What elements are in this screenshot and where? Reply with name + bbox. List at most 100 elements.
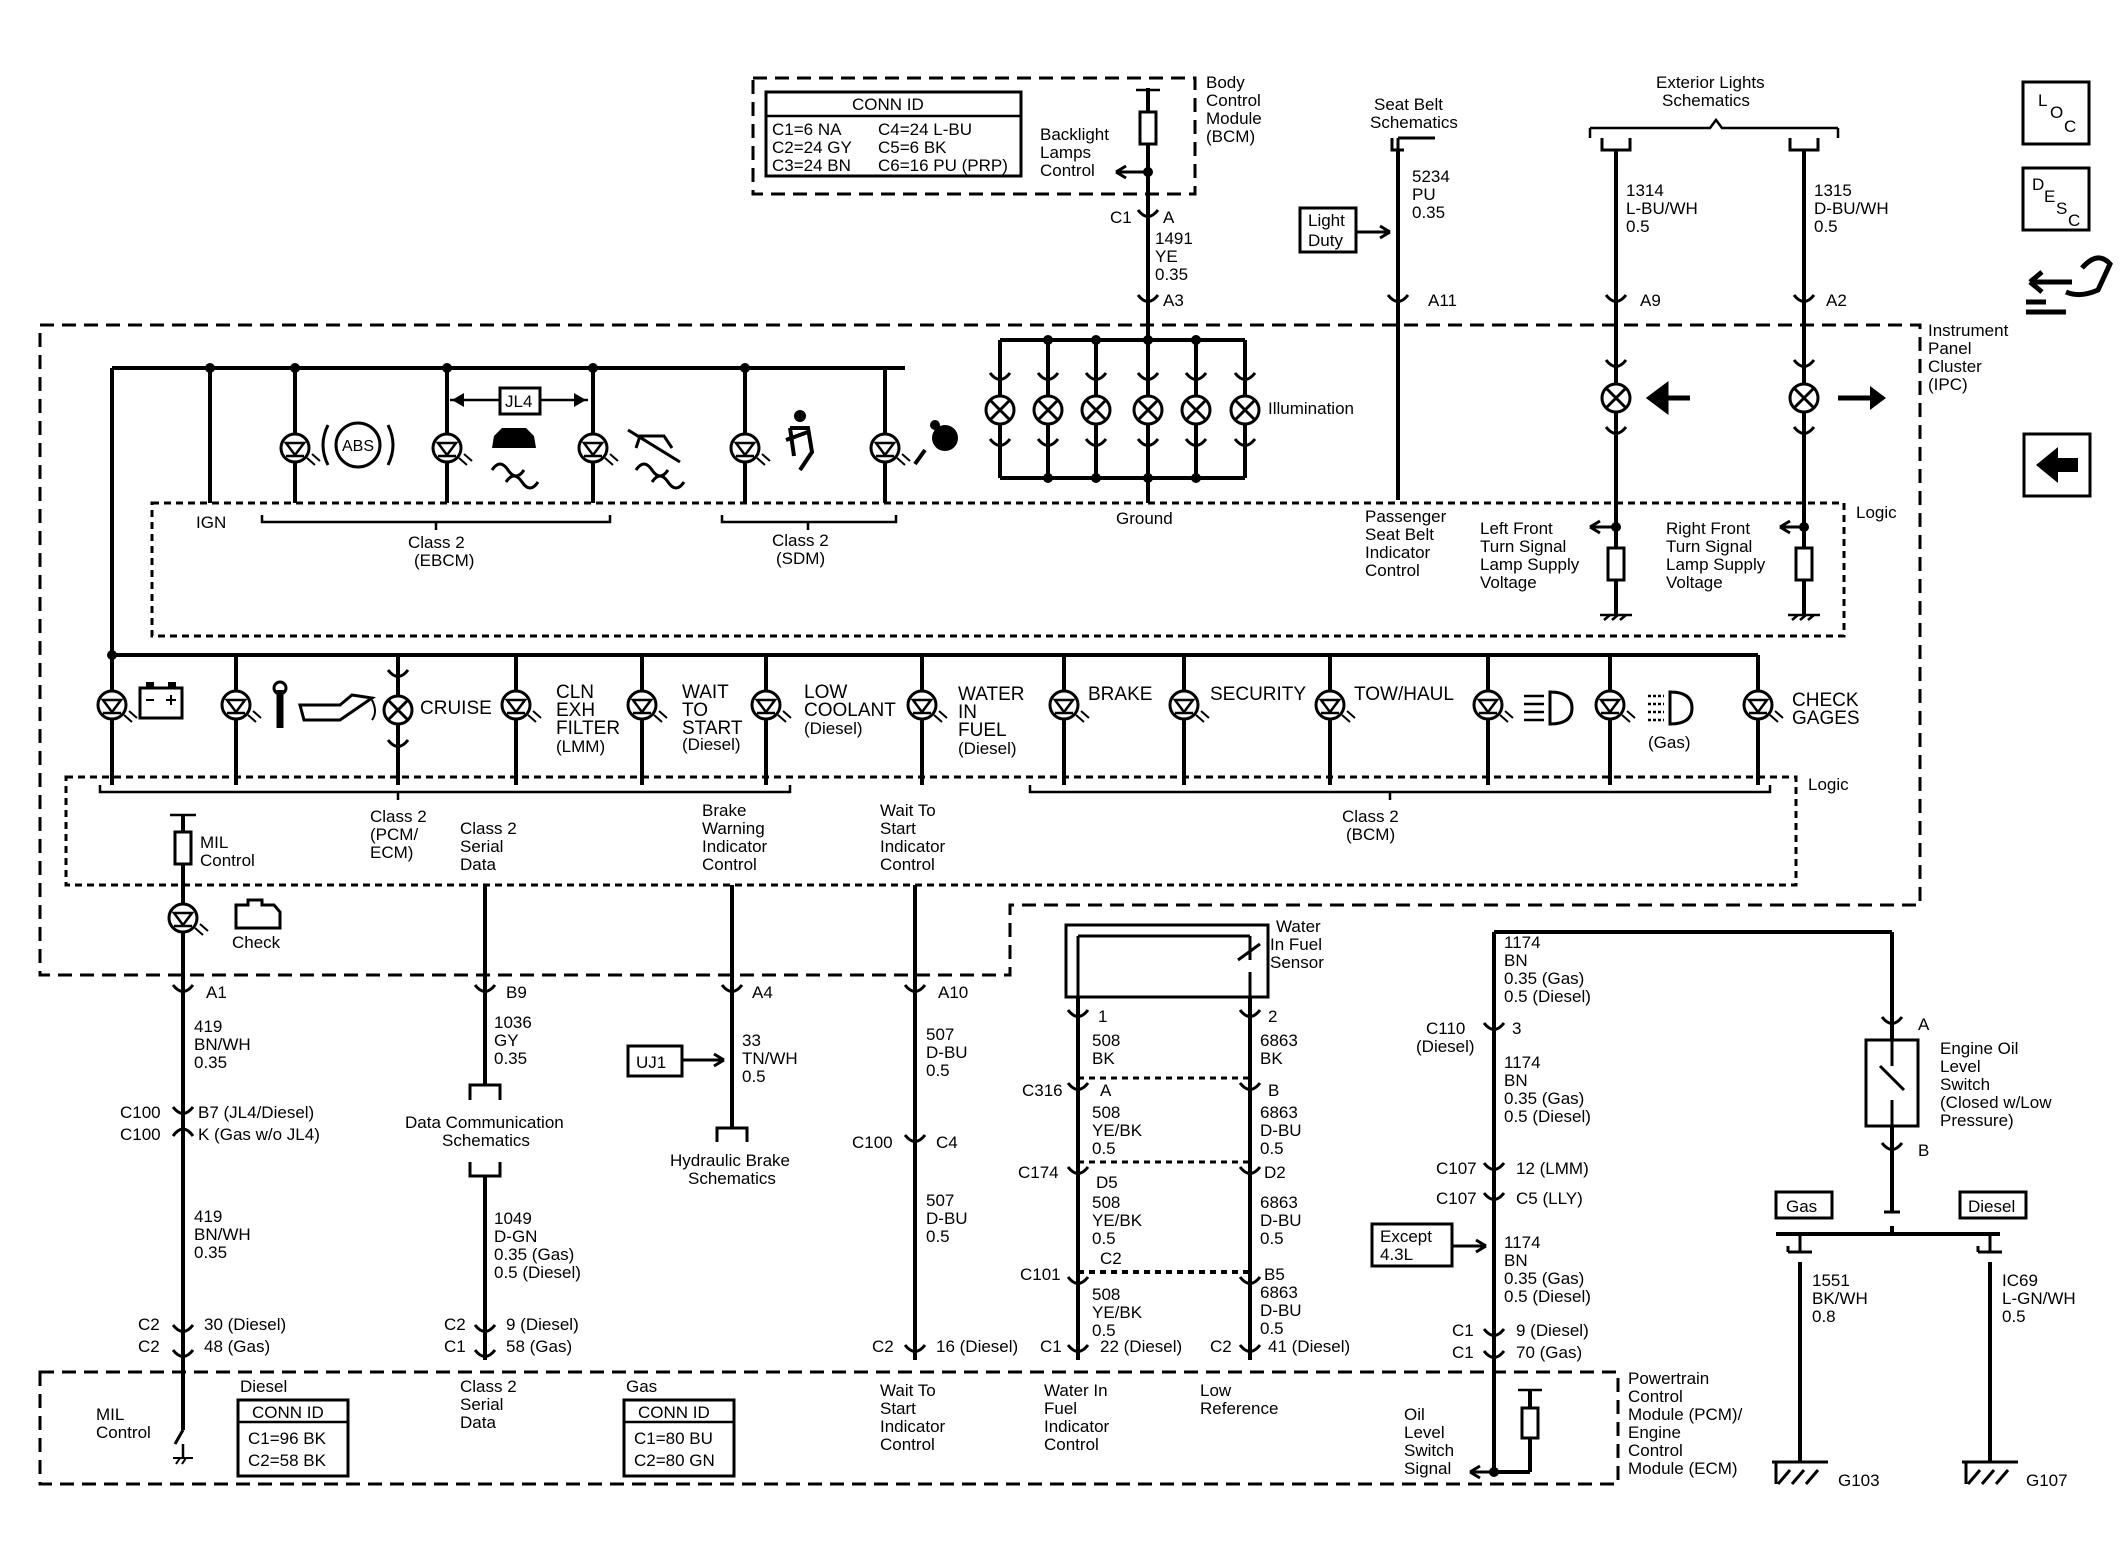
- svg-text:Class 2: Class 2: [370, 807, 427, 826]
- svg-text:START: START: [682, 718, 743, 739]
- svg-text:YE/BK: YE/BK: [1092, 1303, 1143, 1322]
- airbag-indicator: [869, 432, 912, 467]
- connector-hand-icon[interactable]: [2026, 255, 2113, 315]
- svg-text:Lamp Supply: Lamp Supply: [1666, 555, 1766, 574]
- svg-text:Passenger: Passenger: [1365, 507, 1447, 526]
- svg-text:Data Communication: Data Communication: [405, 1113, 564, 1132]
- svg-text:YE/BK: YE/BK: [1092, 1121, 1143, 1140]
- svg-text:D-BU: D-BU: [1260, 1121, 1302, 1140]
- svg-text:BK: BK: [1260, 1049, 1283, 1068]
- svg-text:22 (Diesel): 22 (Diesel): [1100, 1337, 1182, 1356]
- ipc-block: Instrument Panel Cluster (IPC) Logic IGN…: [38, 300, 2009, 980]
- svg-text:Pressure): Pressure): [1940, 1111, 2014, 1130]
- svg-text:A11: A11: [1428, 291, 1457, 310]
- svg-text:D-BU: D-BU: [926, 1043, 968, 1062]
- svg-text:BN: BN: [1504, 1251, 1528, 1270]
- svg-text:Control: Control: [1040, 161, 1095, 180]
- svg-text:L: L: [2038, 91, 2047, 110]
- svg-text:(PCM/: (PCM/: [370, 825, 418, 844]
- svg-text:Class 2: Class 2: [460, 819, 517, 838]
- svg-text:Control: Control: [1628, 1441, 1683, 1460]
- pcm-dashed-border: [38, 1370, 1620, 1486]
- svg-text:B: B: [1268, 1081, 1279, 1100]
- stabilitrak-indicator: [577, 432, 620, 467]
- svg-text:507: 507: [926, 1191, 954, 1210]
- svg-text:L-BU/WH: L-BU/WH: [1626, 199, 1698, 218]
- svg-text:70 (Gas): 70 (Gas): [1516, 1343, 1582, 1362]
- svg-text:C5=6 BK: C5=6 BK: [878, 138, 947, 157]
- svg-text:Water In: Water In: [1044, 1381, 1108, 1400]
- low-coolant-indicator: [750, 689, 793, 724]
- ground-g107-icon: [1962, 1460, 2018, 1485]
- svg-text:Lamps: Lamps: [1040, 143, 1091, 162]
- svg-text:0.5: 0.5: [1260, 1319, 1284, 1338]
- svg-text:Seat Belt: Seat Belt: [1365, 525, 1434, 544]
- except-43l-box: [1370, 1222, 1454, 1268]
- svg-text:(Diesel): (Diesel): [1416, 1037, 1475, 1056]
- svg-text:Indicator: Indicator: [1365, 543, 1431, 562]
- bcm-dashed-border: [751, 76, 1197, 196]
- svg-text:0.5 (Diesel): 0.5 (Diesel): [1504, 1107, 1591, 1126]
- svg-text:508: 508: [1092, 1103, 1120, 1122]
- svg-text:CONN ID: CONN ID: [252, 1403, 324, 1422]
- svg-text:0.5: 0.5: [1092, 1229, 1116, 1248]
- svg-text:(Gas): (Gas): [1648, 733, 1691, 752]
- svg-text:FILTER: FILTER: [556, 718, 620, 739]
- svg-text:Diesel: Diesel: [240, 1377, 287, 1396]
- svg-text:(Closed w/Low: (Closed w/Low: [1940, 1093, 2052, 1112]
- svg-text:9 (Diesel): 9 (Diesel): [1516, 1321, 1589, 1340]
- seatbelt-circuit: Seat Belt Schematics 5234 PU 0.35 Light …: [1298, 95, 1458, 580]
- svg-text:C100: C100: [852, 1133, 893, 1152]
- svg-text:K (Gas w/o JL4): K (Gas w/o JL4): [198, 1125, 320, 1144]
- svg-text:FUEL: FUEL: [958, 720, 1007, 741]
- svg-text:6863: 6863: [1260, 1031, 1298, 1050]
- svg-text:A1: A1: [206, 983, 227, 1002]
- svg-text:MIL: MIL: [96, 1405, 124, 1424]
- svg-text:Schematics: Schematics: [442, 1131, 530, 1150]
- svg-text:A9: A9: [1640, 291, 1661, 310]
- desc-icon[interactable]: D E S C: [2021, 166, 2091, 232]
- svg-text:Brake: Brake: [702, 801, 746, 820]
- svg-text:Right Front: Right Front: [1666, 519, 1750, 538]
- svg-text:C1: C1: [444, 1337, 466, 1356]
- svg-text:0.8: 0.8: [1812, 1307, 1836, 1326]
- back-arrow-icon[interactable]: [2022, 432, 2092, 498]
- svg-text:SECURITY: SECURITY: [1210, 684, 1306, 705]
- svg-text:(EBCM): (EBCM): [414, 551, 474, 570]
- battery-indicator: [96, 689, 139, 724]
- svg-text:Panel: Panel: [1928, 339, 1971, 358]
- bcm-block: CONN ID C1=6 NA C4=24 L-BU C2=24 GY C5=6…: [751, 73, 1262, 310]
- right-turn-lamp: [1788, 382, 1820, 414]
- svg-text:Serial: Serial: [460, 1395, 503, 1414]
- svg-text:D5: D5: [1096, 1173, 1118, 1192]
- svg-text:Control: Control: [1628, 1387, 1683, 1406]
- svg-text:TN/WH: TN/WH: [742, 1049, 798, 1068]
- svg-text:CLN: CLN: [556, 682, 594, 703]
- svg-text:Illumination: Illumination: [1268, 399, 1354, 418]
- svg-text:Control: Control: [1044, 1435, 1099, 1454]
- svg-text:Control: Control: [880, 1435, 935, 1454]
- svg-text:Indicator: Indicator: [880, 837, 946, 856]
- svg-text:C1=6 NA: C1=6 NA: [772, 120, 842, 139]
- svg-text:0.5 (Diesel): 0.5 (Diesel): [1504, 1287, 1591, 1306]
- loc-icon[interactable]: L O C: [2021, 80, 2091, 146]
- airbag-icon: [913, 420, 958, 466]
- svg-text:(IPC): (IPC): [1928, 375, 1968, 394]
- water-in-fuel-sensor: Water In Fuel Sensor 1 2 508 BK 6863 BK …: [1018, 917, 1350, 1360]
- svg-text:WAIT: WAIT: [682, 682, 729, 703]
- svg-text:Schematics: Schematics: [1662, 91, 1750, 110]
- svg-text:G107: G107: [2026, 1471, 2068, 1490]
- svg-text:0.5: 0.5: [1260, 1229, 1284, 1248]
- svg-text:0.5: 0.5: [742, 1067, 766, 1086]
- svg-text:B5: B5: [1264, 1265, 1285, 1284]
- svg-text:UJ1: UJ1: [636, 1053, 666, 1072]
- mil-circuit: A1 419 BN/WH 0.35 C100 C100 B7 (JL4/Dies…: [120, 975, 320, 1360]
- svg-text:508: 508: [1092, 1285, 1120, 1304]
- svg-text:Start: Start: [880, 819, 916, 838]
- svg-text:In Fuel: In Fuel: [1270, 935, 1322, 954]
- svg-text:Engine: Engine: [1628, 1423, 1681, 1442]
- svg-text:0.35: 0.35: [194, 1243, 227, 1262]
- ground-g103-icon: [1772, 1460, 1828, 1485]
- svg-text:Indicator: Indicator: [1044, 1417, 1110, 1436]
